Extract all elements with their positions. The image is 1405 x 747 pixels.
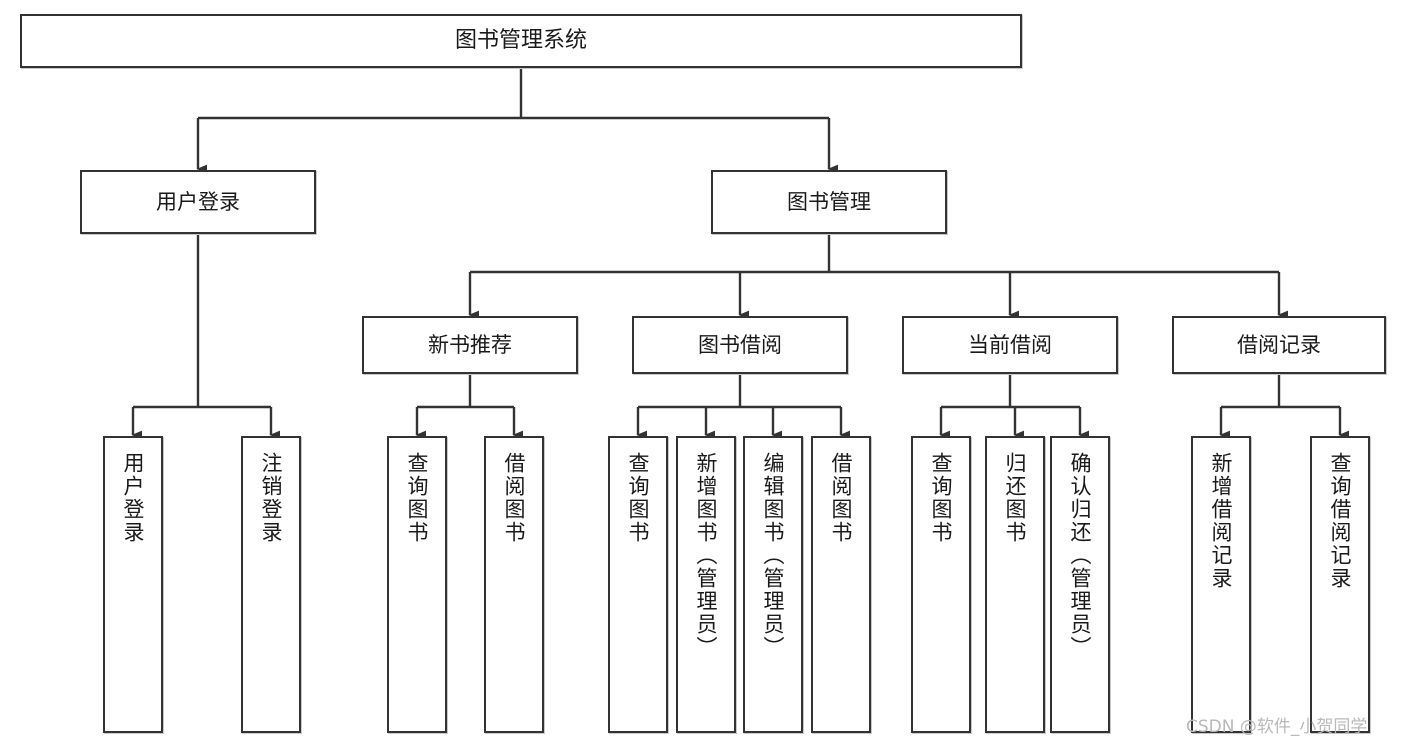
- node-book-manage[interactable]: 图书管理: [711, 170, 947, 234]
- node-root[interactable]: 图书管理系统: [20, 14, 1022, 68]
- node-label: 新书推荐: [428, 332, 512, 357]
- node-label: 查询借阅记录: [1328, 452, 1353, 590]
- node-leaf-query-rec[interactable]: 查询借阅记录: [1310, 436, 1370, 733]
- node-leaf-borrow-1[interactable]: 借阅图书: [484, 436, 544, 733]
- node-leaf-user-login[interactable]: 用户登录: [103, 436, 163, 733]
- node-label: 归还图书: [1003, 452, 1028, 544]
- node-label: 新增图书（管理员）: [694, 452, 719, 659]
- node-label: 借阅图书: [502, 452, 527, 544]
- node-label: 注销登录: [259, 452, 284, 544]
- node-borrow-record[interactable]: 借阅记录: [1172, 316, 1386, 374]
- node-label: 图书借阅: [698, 332, 782, 357]
- node-label: 图书管理系统: [454, 28, 587, 54]
- node-leaf-query-2[interactable]: 查询图书: [608, 436, 668, 733]
- node-leaf-logout[interactable]: 注销登录: [241, 436, 301, 733]
- node-label: 确认归还（管理员）: [1068, 452, 1093, 659]
- node-leaf-query-1[interactable]: 查询图书: [387, 436, 447, 733]
- node-leaf-borrow-2[interactable]: 借阅图书: [811, 436, 871, 733]
- node-user-login[interactable]: 用户登录: [80, 170, 316, 234]
- node-new-book-rec[interactable]: 新书推荐: [362, 316, 578, 374]
- node-label: 查询图书: [929, 452, 954, 544]
- node-label: 借阅记录: [1237, 332, 1321, 357]
- node-label: 查询图书: [405, 452, 430, 544]
- node-label: 借阅图书: [829, 452, 854, 544]
- node-label: 查询图书: [626, 452, 651, 544]
- node-leaf-edit-book[interactable]: 编辑图书（管理员）: [743, 436, 803, 733]
- node-leaf-return[interactable]: 归还图书: [985, 436, 1045, 733]
- node-leaf-query-3[interactable]: 查询图书: [911, 436, 971, 733]
- node-label: 用户登录: [121, 452, 146, 544]
- watermark-text: CSDN @软件_小贺同学: [1186, 717, 1368, 737]
- node-current-borrow[interactable]: 当前借阅: [902, 316, 1118, 374]
- node-label: 当前借阅: [968, 332, 1052, 357]
- node-leaf-confirm[interactable]: 确认归还（管理员）: [1050, 436, 1110, 733]
- node-label: 编辑图书（管理员）: [761, 452, 786, 659]
- node-label: 图书管理: [787, 189, 871, 214]
- node-book-borrow[interactable]: 图书借阅: [632, 316, 848, 374]
- node-label: 用户登录: [156, 189, 240, 214]
- node-leaf-add-rec[interactable]: 新增借阅记录: [1191, 436, 1251, 733]
- node-label: 新增借阅记录: [1209, 452, 1234, 590]
- node-leaf-add-book[interactable]: 新增图书（管理员）: [676, 436, 736, 733]
